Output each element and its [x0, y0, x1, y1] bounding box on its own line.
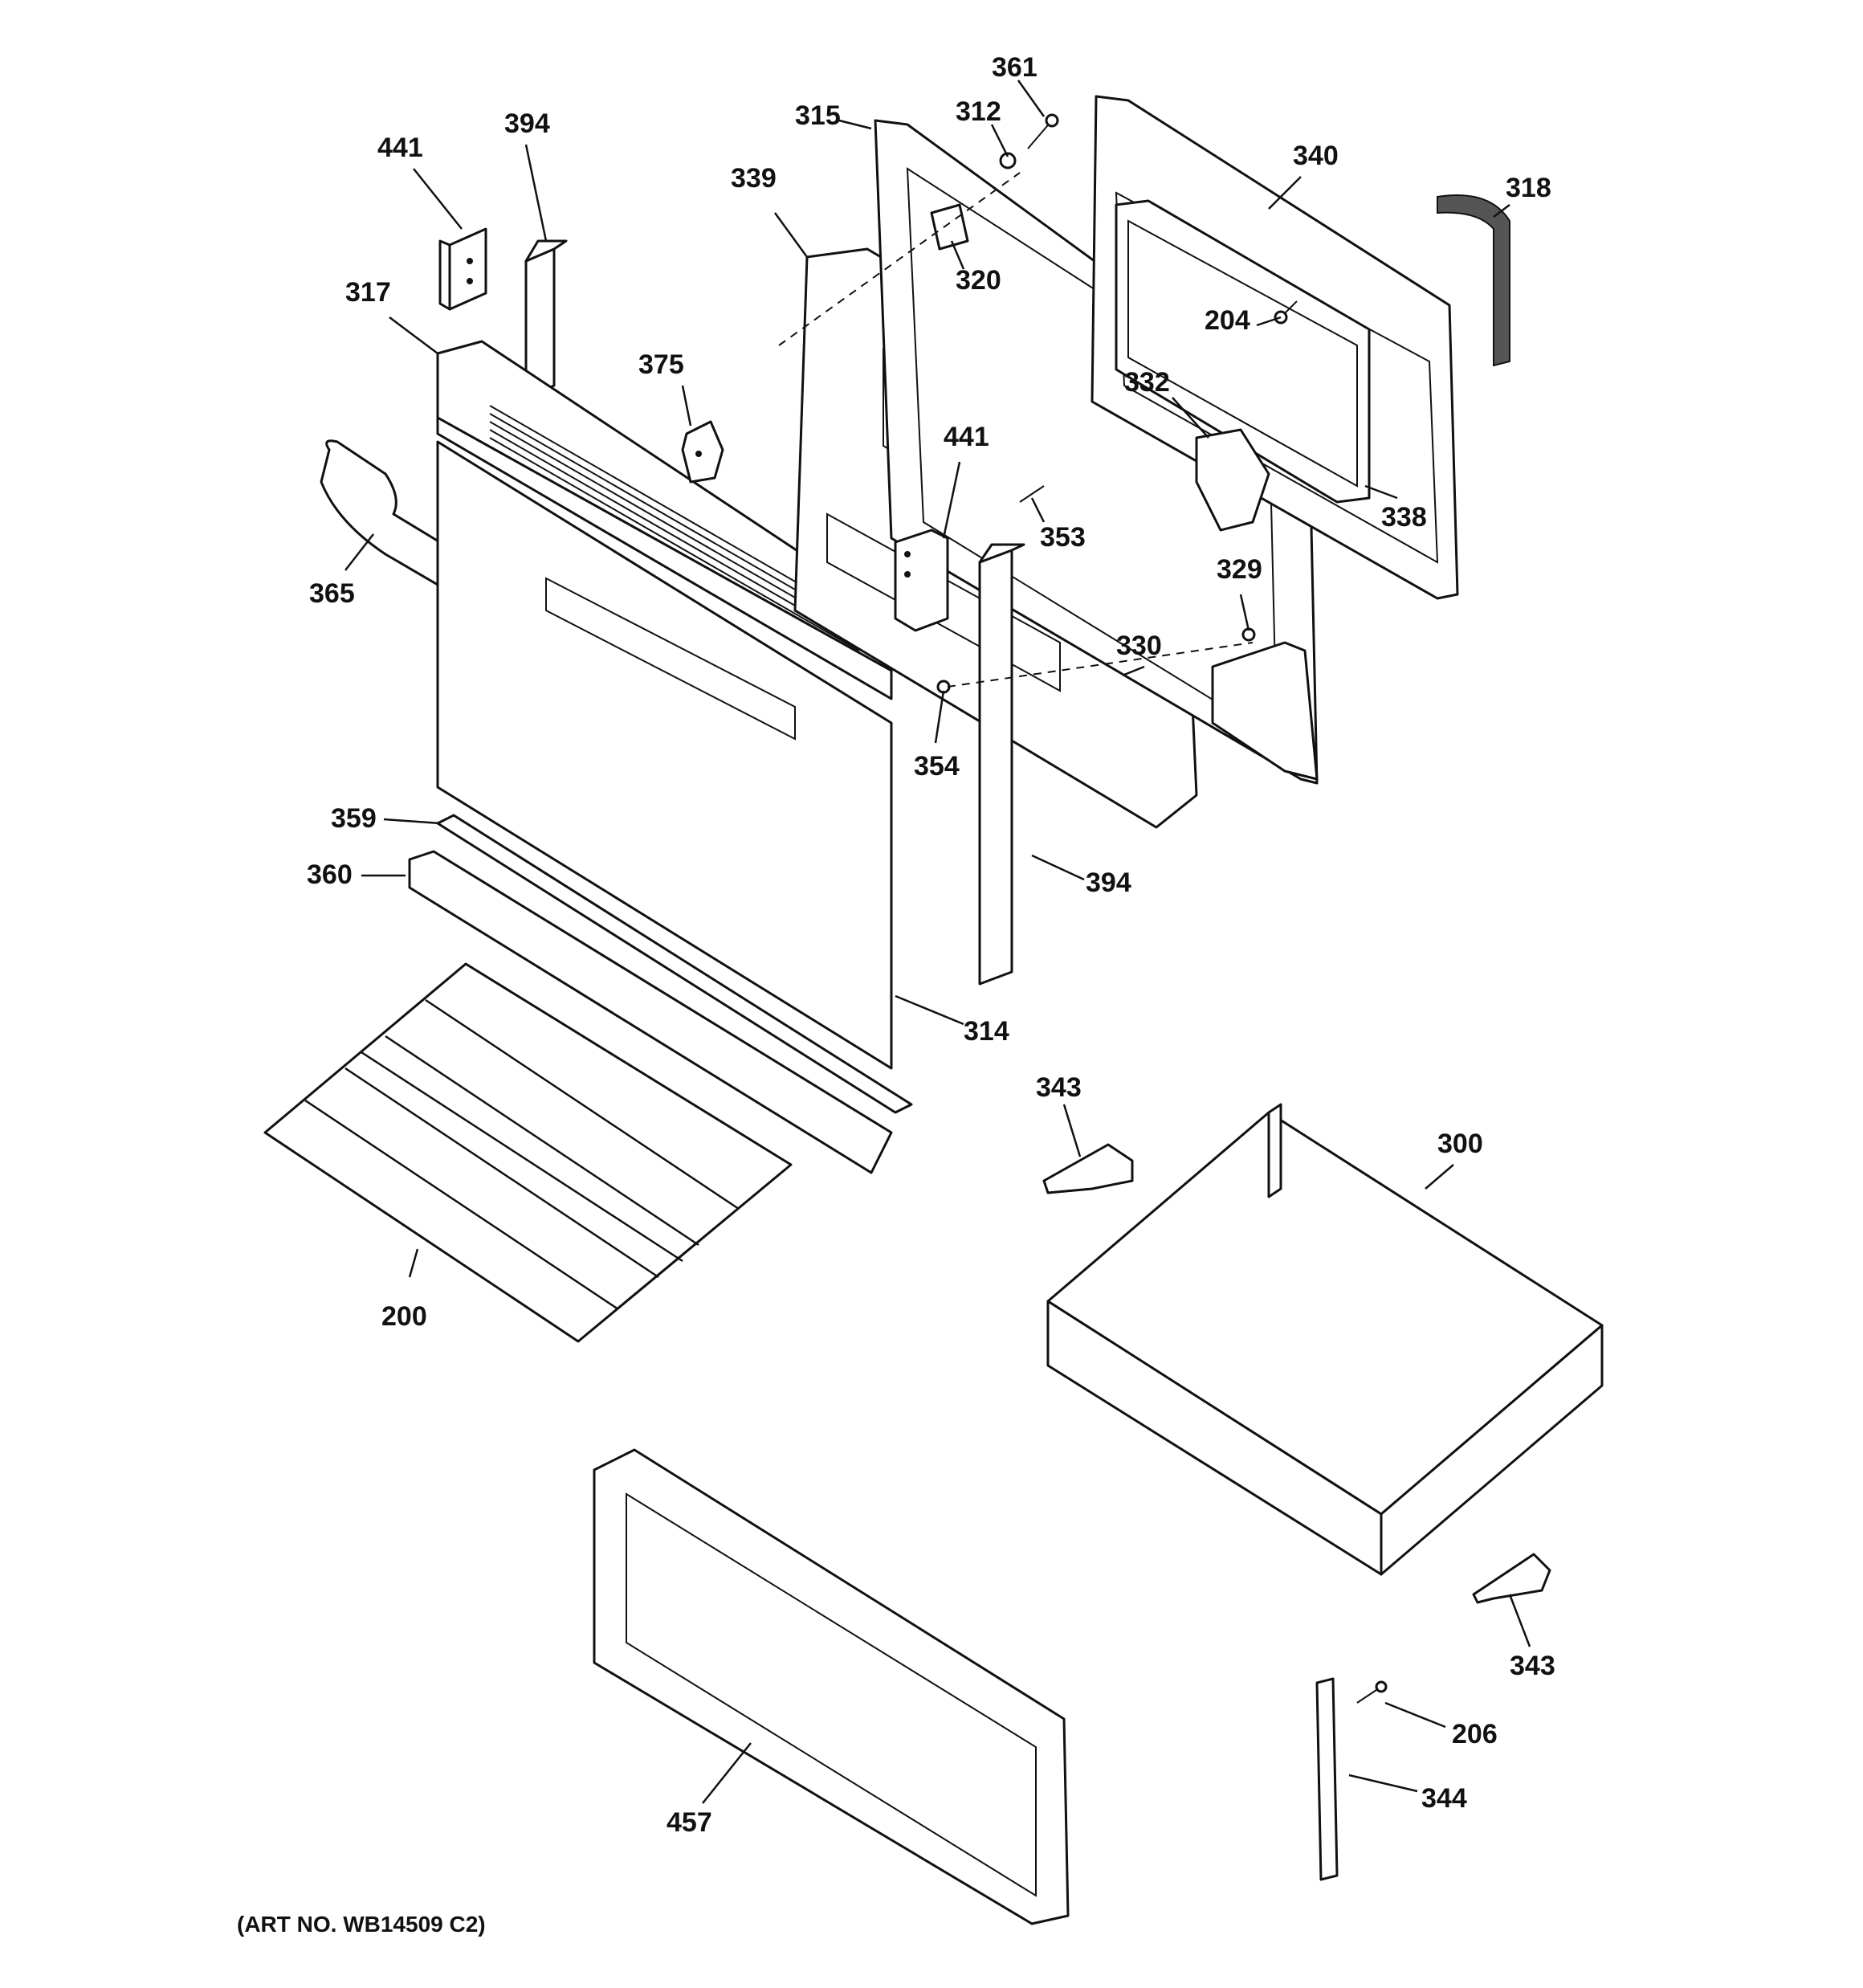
part-353-screw	[1019, 485, 1045, 503]
label-354: 354	[914, 751, 960, 782]
part-457-drawer-front	[593, 1448, 1070, 1925]
part-360-door-bottom-trim	[408, 850, 893, 1174]
label-353: 353	[1040, 522, 1086, 553]
part-314-door-outer-panel	[436, 440, 893, 1070]
label-200: 200	[381, 1301, 427, 1332]
label-300: 300	[1437, 1129, 1483, 1159]
label-365: 365	[309, 578, 355, 609]
part-344-drawer-rail	[1315, 1677, 1339, 1881]
label-339: 339	[731, 163, 777, 194]
label-330: 330	[1116, 631, 1162, 661]
label-457: 457	[667, 1807, 712, 1838]
part-206-screw	[1356, 1680, 1388, 1704]
part-318-gasket	[1437, 194, 1510, 367]
label-332: 332	[1124, 367, 1170, 398]
part-441-hinge-bracket	[438, 227, 487, 311]
label-315: 315	[795, 100, 841, 131]
label-320: 320	[956, 265, 1001, 296]
label-340: 340	[1293, 141, 1339, 171]
part-359-hinge-strip	[436, 814, 913, 1114]
alignment-lines	[778, 172, 1254, 688]
part-361-screw	[1027, 113, 1059, 149]
part-329-screw	[1241, 627, 1256, 642]
part-338-window-glass	[1115, 199, 1371, 504]
label-375: 375	[638, 349, 684, 380]
label-343-right: 343	[1510, 1651, 1555, 1681]
part-labels: 441 394 317 375 365 339 315 312 361 320 …	[307, 52, 1555, 1838]
part-332-insulation	[1195, 428, 1270, 532]
label-314: 314	[964, 1016, 1009, 1047]
part-312-washer	[999, 152, 1017, 169]
leader-lines	[344, 80, 1531, 1804]
label-344: 344	[1421, 1783, 1467, 1814]
part-441-hinge-bracket-center	[894, 529, 949, 632]
part-343-drawer-slide-right	[1472, 1553, 1551, 1604]
part-354-screw	[936, 680, 951, 694]
part-394-vertical-rail-left	[524, 239, 568, 399]
label-329: 329	[1217, 554, 1262, 585]
label-312: 312	[956, 96, 1001, 127]
label-317: 317	[345, 277, 391, 308]
part-375-bracket	[681, 420, 724, 484]
label-394: 394	[504, 108, 550, 139]
label-394-right: 394	[1086, 867, 1131, 898]
label-359: 359	[331, 803, 377, 834]
part-320-hinge-clip	[930, 203, 969, 251]
part-317-vent-panel	[436, 340, 913, 700]
part-343-drawer-slide-left	[1042, 1143, 1134, 1194]
art-number-caption: (ART NO. WB14509 C2)	[237, 1912, 486, 1937]
label-441: 441	[377, 133, 423, 163]
part-330-hinge-assembly	[1211, 641, 1319, 781]
label-343: 343	[1036, 1072, 1082, 1103]
label-361: 361	[992, 52, 1037, 83]
label-318: 318	[1506, 173, 1551, 203]
label-204: 204	[1205, 305, 1250, 336]
part-200-oven-rack	[263, 962, 793, 1343]
label-206: 206	[1452, 1719, 1498, 1749]
part-394-vertical-rail-right	[978, 543, 1025, 986]
part-300-storage-drawer	[1046, 1103, 1604, 1576]
label-441-center: 441	[944, 422, 989, 452]
label-360: 360	[307, 859, 353, 890]
label-338: 338	[1381, 502, 1427, 533]
